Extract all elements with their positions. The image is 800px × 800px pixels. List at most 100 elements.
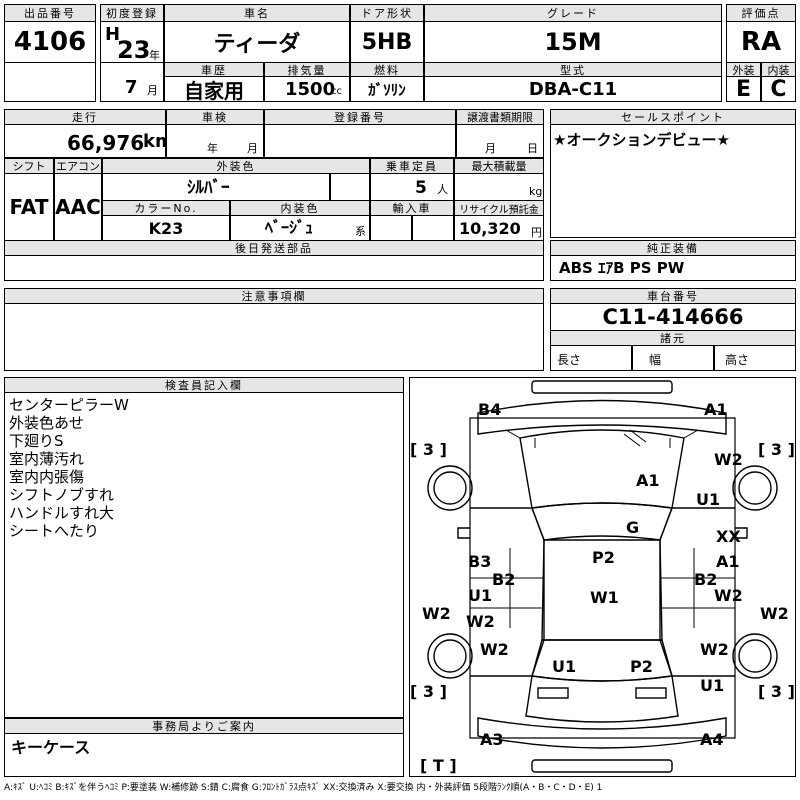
inspector-line: ハンドルすれ大 [9, 504, 115, 522]
later-parts-cell [4, 255, 544, 281]
color-label: 外装色 [102, 158, 370, 174]
model-name: ティーダ [164, 21, 350, 63]
transfer-month: 月 [485, 142, 496, 155]
disp-label: 排気量 [264, 62, 350, 77]
int-score: C [761, 76, 796, 102]
mark-rear-u1: U1 [552, 657, 577, 676]
office-cell: キーケース [4, 733, 404, 777]
mark-rear-p2: P2 [630, 657, 653, 676]
int-label: 内装 [761, 62, 796, 77]
load-cell: kg [454, 173, 544, 201]
lot-blank [4, 62, 96, 102]
ext-score: E [726, 76, 761, 102]
mark-right-xx: XX [716, 527, 741, 546]
chassis-label: 車台番号 [550, 288, 796, 304]
tire-rear-right: [ 3 ] [758, 682, 795, 701]
mark-left-b3: B3 [468, 552, 492, 571]
reg-month: 7 [125, 77, 138, 98]
car-diagram: B4 A1 A1 G P2 W1 B3 B2 U1 W2 W2 W2 W2 U1… [409, 377, 796, 777]
mark-rr-bumper: A4 [700, 730, 724, 749]
mileage-cell: 66,976 km [4, 124, 174, 158]
reg-year: 23 [117, 36, 151, 64]
chassis-number: C11-414666 [550, 303, 796, 331]
interior-color: ﾍﾞｰｼﾞｭ [265, 218, 314, 237]
mark-hood: A1 [636, 471, 660, 490]
inspection-label: 車検 [166, 109, 264, 125]
mark-left-w2-rear: W2 [480, 640, 509, 659]
mileage-label: 走行 [4, 109, 166, 125]
load-label: 最大積載量 [454, 158, 544, 174]
first-reg-month-cell: 7 月 [100, 62, 164, 102]
mileage: 66,976 [67, 131, 145, 155]
inspector-line: センターピラーW [9, 396, 129, 414]
inspector-line: シフトノブすれ [9, 486, 115, 504]
body-color: ｼﾙﾊﾞｰ [187, 178, 230, 198]
model-code: DBA-C11 [424, 76, 722, 102]
mark-far-left-w2: W2 [422, 604, 451, 623]
caution-label: 注意事項欄 [4, 288, 544, 304]
spec-height: 高さ [725, 353, 750, 367]
import-cell-a [370, 215, 412, 241]
insp-year-unit: 年 [207, 142, 218, 155]
interior-unit: 系 [355, 225, 366, 238]
legend: A:ｷｽﾞ U:ﾍｺﾐ B:ｷｽﾞを伴うﾍｺﾐ P:要塗装 W:補修跡 S:錆 … [4, 783, 603, 793]
tire-front-right: [ 3 ] [758, 440, 795, 459]
seats-unit: 人 [437, 183, 448, 196]
model-label: 車名 [164, 4, 350, 22]
color-extra-cell [330, 173, 370, 201]
mark-left-b2: B2 [492, 570, 516, 589]
insp-month-unit: 月 [247, 142, 258, 155]
mark-fr-bumper: A1 [704, 400, 728, 419]
car-outline-svg [427, 380, 778, 773]
later-parts-label: 後日発送部品 [4, 240, 544, 256]
ac-label: エアコン [54, 158, 102, 174]
door-type: 5HB [350, 21, 424, 63]
grade-label: グレード [424, 4, 722, 22]
mark-left-w2: W2 [466, 612, 495, 631]
spec-length-cell: 長さ [550, 345, 632, 371]
mark-right-w2b: W2 [714, 586, 743, 605]
spec-width: 幅 [649, 353, 662, 367]
inspection-cell: 年 月 [166, 124, 264, 158]
era: H [105, 24, 121, 45]
score-label: 評価点 [726, 4, 796, 22]
interior-label: 内装色 [230, 200, 370, 216]
office-note: キーケース [11, 738, 91, 757]
office-label: 事務局よりご案内 [4, 718, 404, 734]
equipment: ABS ｴｱB PS PW [559, 259, 685, 277]
load-unit: kg [529, 185, 543, 198]
fuel: ｶﾞｿﾘﾝ [350, 76, 424, 102]
tire-front-left: [ 3 ] [410, 440, 447, 459]
spare-tire: [ T ] [420, 756, 457, 775]
history: 自家用 [164, 76, 264, 103]
mark-right-u1: U1 [696, 490, 721, 509]
mark-right-rear-u1: U1 [700, 676, 725, 695]
shift: FAT [4, 173, 54, 241]
mark-fl-bumper: B4 [478, 400, 502, 419]
mark-roof-w1: W1 [590, 588, 619, 607]
disp-cell: 1500 cc [264, 76, 350, 102]
inspector-notes: センターピラーW 外装色あせ 下廻りS 室内薄汚れ 室内内張傷 シフトノブすれ … [4, 392, 404, 718]
inspector-line: 下廻りS [9, 432, 64, 450]
mark-right-a1: A1 [716, 552, 740, 571]
shift-label: シフト [4, 158, 54, 174]
transfer-label: 譲渡書類期限 [456, 109, 544, 125]
mark-right-b2: B2 [694, 570, 718, 589]
lot-label: 出品番号 [4, 4, 96, 22]
mark-right-w2-rear: W2 [700, 640, 729, 659]
door-label: ドア形状 [350, 4, 424, 22]
recycle-label: リサイクル預託金 [454, 200, 544, 216]
inspector-line: 室内内張傷 [9, 468, 85, 486]
spec-width-cell: 幅 [632, 345, 714, 371]
seats-cell: 5 人 [370, 173, 454, 201]
inspector-line: 外装色あせ [9, 414, 85, 432]
color-no-label: カラーNo. [102, 200, 230, 216]
displacement: 1500 [285, 79, 336, 100]
color-cell: ｼﾙﾊﾞｰ [102, 173, 330, 201]
seats-label: 乗車定員 [370, 158, 454, 174]
inspector-line: シートへたり [9, 522, 100, 540]
spec-length: 長さ [557, 353, 582, 367]
transfer-day: 日 [527, 142, 538, 155]
plate-label: 登録番号 [264, 109, 456, 125]
interior-cell: ﾍﾞｰｼﾞｭ 系 [230, 215, 370, 241]
